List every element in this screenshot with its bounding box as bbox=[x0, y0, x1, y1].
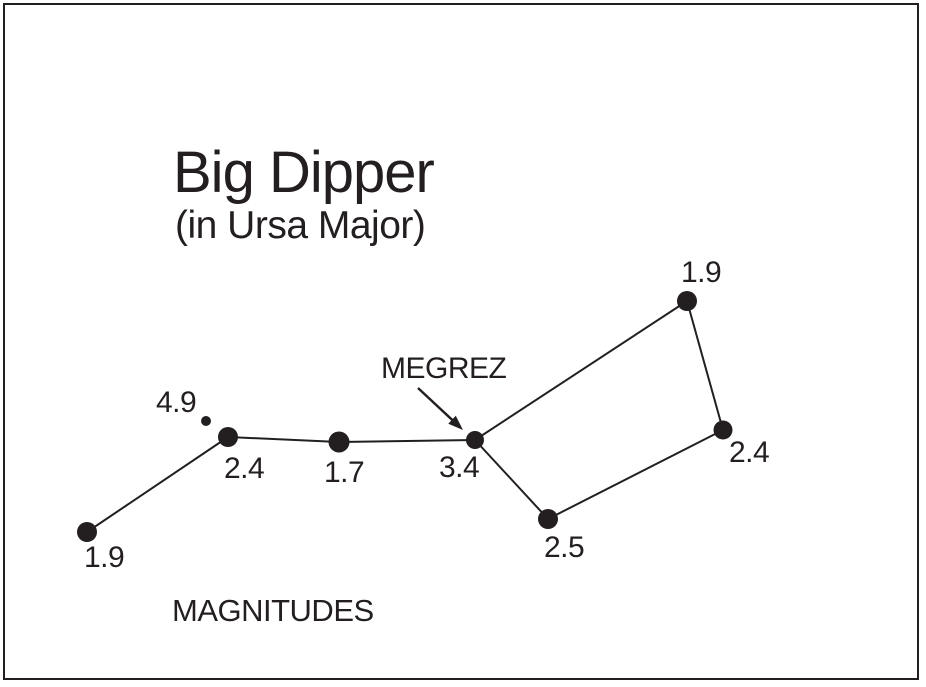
magnitude-label: 2.5 bbox=[544, 531, 585, 564]
magnitude-label: 4.9 bbox=[156, 386, 197, 419]
magnitude-label: 1.9 bbox=[84, 541, 125, 574]
annotation-arrow-head bbox=[448, 415, 463, 430]
constellation-line bbox=[86, 436, 229, 533]
diagram-title: Big Dipper bbox=[173, 140, 435, 205]
magnitude-label: 2.4 bbox=[224, 452, 265, 485]
star-dot bbox=[677, 291, 697, 311]
constellation-line bbox=[338, 439, 476, 443]
constellation-line bbox=[227, 436, 340, 443]
star-dot bbox=[201, 416, 211, 426]
star-dot bbox=[538, 509, 558, 529]
magnitudes-caption: MAGNITUDES bbox=[172, 593, 374, 628]
magnitude-label: 3.4 bbox=[439, 451, 480, 484]
star-dot bbox=[328, 431, 350, 453]
magnitude-label: 1.9 bbox=[681, 256, 722, 289]
constellation-line bbox=[547, 429, 724, 520]
constellation-line bbox=[686, 300, 724, 431]
star-dot bbox=[466, 431, 484, 449]
star-dot bbox=[218, 427, 238, 447]
magnitude-label: 1.7 bbox=[324, 456, 365, 489]
magnitude-label: 2.4 bbox=[729, 436, 770, 469]
megrez-star-label: MEGREZ bbox=[381, 352, 507, 385]
constellation-line bbox=[474, 300, 688, 441]
annotation-arrow-shaft bbox=[417, 387, 456, 423]
diagram-subtitle: (in Ursa Major) bbox=[175, 204, 426, 247]
constellation-line bbox=[474, 439, 549, 520]
star-dot bbox=[713, 420, 733, 440]
star-dot bbox=[77, 522, 97, 542]
